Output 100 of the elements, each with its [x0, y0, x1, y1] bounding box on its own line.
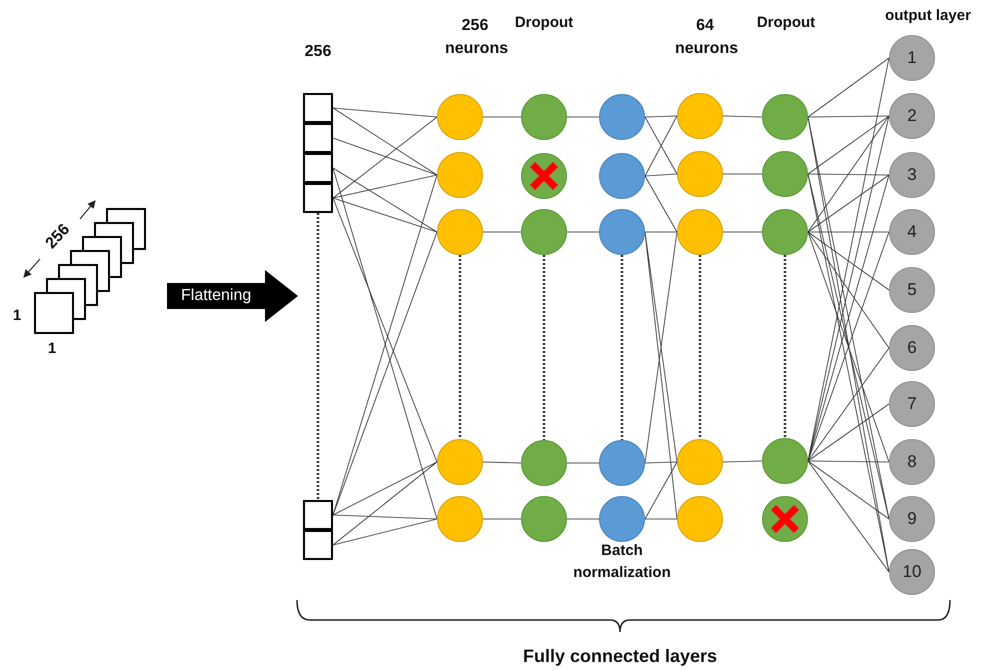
connection-line	[332, 198, 438, 232]
dropout-neuron	[762, 496, 808, 542]
connection-line	[332, 198, 438, 462]
connection-line	[808, 460, 890, 572]
output-neuron: 3	[889, 152, 935, 198]
output-neuron: 5	[889, 267, 935, 313]
dotted-line	[698, 255, 702, 439]
connection-line	[332, 168, 438, 232]
dropout-neuron	[762, 209, 808, 255]
connection-line	[808, 58, 890, 118]
dotted-line	[458, 255, 462, 439]
flattening-arrow: Flattening	[167, 270, 298, 322]
vector-cell	[303, 153, 333, 183]
neuron-circle	[437, 94, 483, 140]
output-neuron: 10	[889, 549, 935, 595]
dropout-neuron	[762, 151, 808, 197]
connection-line	[644, 174, 678, 176]
neuron-circle	[677, 209, 723, 255]
output-neuron: 4	[889, 209, 935, 255]
connection-line	[722, 460, 762, 462]
connection-line	[644, 462, 678, 464]
neuron-circle	[437, 209, 483, 255]
neuron-circle	[677, 93, 723, 139]
connection-line	[808, 174, 890, 462]
layer-heading: 256 neurons	[445, 16, 505, 60]
vector-cell	[303, 93, 333, 123]
dropout-neuron	[521, 153, 567, 199]
vector-cell	[303, 183, 333, 213]
dropout-neuron	[521, 94, 567, 140]
diagram-title: Fully connected layers	[522, 645, 718, 668]
layer-heading: Batch normalization	[572, 541, 672, 583]
connection-line	[808, 232, 890, 348]
dotted-line	[620, 255, 624, 440]
connection-line	[644, 116, 678, 118]
layer-heading: 64 neurons	[675, 16, 735, 60]
output-neuron: 7	[889, 381, 935, 427]
connection-line	[332, 108, 438, 118]
vector-cell	[303, 500, 333, 530]
connection-line	[808, 232, 890, 290]
connection-line	[566, 518, 600, 520]
connection-line	[332, 462, 438, 516]
connection-line	[808, 404, 890, 462]
connection-line	[808, 174, 890, 176]
batch-norm-neuron	[599, 440, 645, 486]
connection-line	[808, 116, 890, 118]
dotted-line	[542, 255, 546, 440]
dropout-neuron	[521, 440, 567, 486]
connection-line	[332, 116, 438, 198]
dropout-neuron	[762, 438, 808, 484]
batch-norm-neuron	[599, 496, 645, 542]
neuron-circle	[677, 151, 723, 197]
dropout-neuron	[521, 209, 567, 255]
neuron-circle	[437, 152, 483, 198]
layer-heading: output layer	[885, 6, 971, 26]
connection-line	[482, 116, 522, 118]
dimension-label: 256	[42, 220, 74, 254]
dotted-line	[316, 213, 320, 500]
connection-line	[566, 462, 600, 464]
connection-line	[644, 232, 678, 520]
output-neuron: 9	[889, 496, 935, 542]
connection-line	[644, 518, 678, 520]
neuron-circle	[437, 439, 483, 485]
neuron-circle	[677, 439, 723, 485]
vector-cell	[303, 530, 333, 560]
connection-line	[808, 460, 890, 462]
layer-heading: Dropout	[514, 13, 574, 33]
connection-line	[722, 116, 762, 118]
connection-line	[332, 514, 438, 520]
neuron-circle	[677, 496, 723, 542]
output-neuron: 1	[889, 35, 935, 81]
dropout-neuron	[762, 94, 808, 140]
connection-line	[332, 232, 438, 516]
output-neuron: 6	[889, 325, 935, 371]
connection-line	[332, 108, 438, 176]
connection-line	[332, 518, 438, 546]
connection-line	[332, 174, 438, 198]
connection-line	[482, 518, 522, 520]
batch-norm-neuron	[599, 209, 645, 255]
neuron-circle	[437, 496, 483, 542]
connection-line	[566, 116, 600, 118]
connection-line	[482, 462, 522, 464]
dimension-label: 1	[48, 339, 56, 359]
connection-line	[808, 116, 890, 174]
connection-line	[808, 348, 890, 462]
output-neuron: 2	[889, 93, 935, 139]
batch-norm-neuron	[599, 153, 645, 199]
connection-line	[808, 174, 890, 232]
dimension-label: 1	[12, 306, 22, 326]
connection-line	[332, 462, 438, 546]
layer-size-label: 256	[304, 42, 332, 62]
connection-line	[808, 460, 890, 520]
connection-line	[332, 138, 438, 176]
dropout-neuron	[521, 496, 567, 542]
output-neuron: 8	[889, 439, 935, 485]
connection-line	[808, 116, 890, 232]
connection-line	[644, 176, 678, 232]
vector-cell	[303, 123, 333, 153]
batch-norm-neuron	[599, 94, 645, 140]
dotted-line	[784, 255, 786, 438]
layer-heading: Dropout	[756, 13, 816, 33]
